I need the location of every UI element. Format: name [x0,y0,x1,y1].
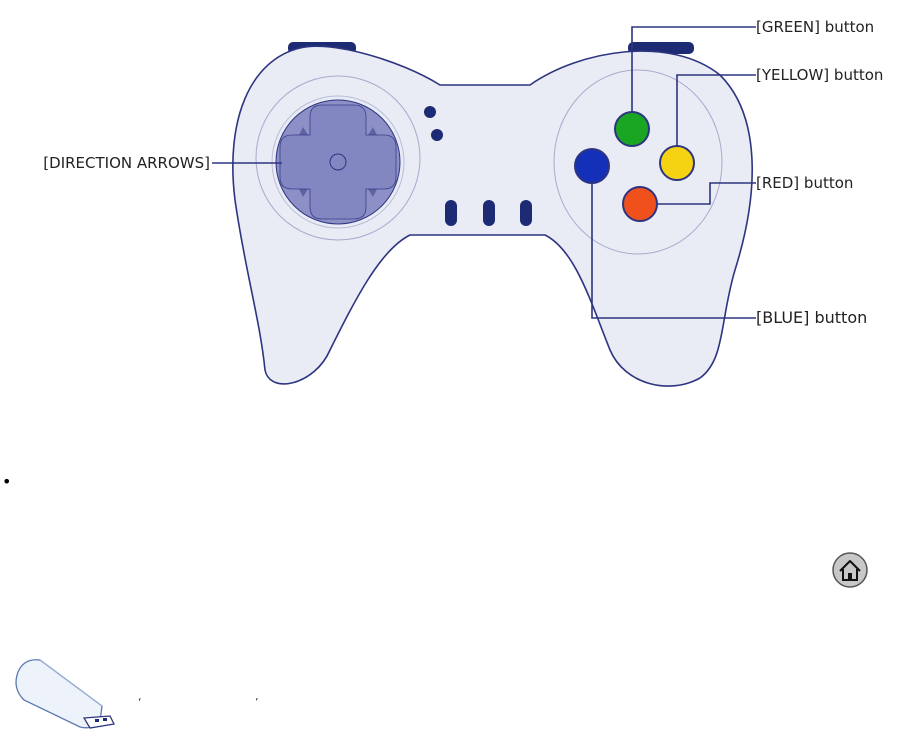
red-button-label: [RED] button [756,174,853,192]
right-pad-ring [553,69,723,255]
left-pad-outer-ring [255,75,421,241]
blue-leader-line [591,183,756,319]
yellow-button-label: [YELLOW] button [756,66,883,84]
usb-drive-icon [15,659,115,729]
yellow-button [659,145,695,181]
dpad-arrow-down-right [368,189,377,197]
dpad-arrow-up-left [299,127,308,135]
dpad-arrow-up-right [368,127,377,135]
home-button[interactable] [832,552,868,588]
yellow-leader-line [676,74,756,146]
blue-button [574,148,610,184]
green-leader-line [631,26,756,112]
dpad-arrow-down-left [299,189,308,197]
center-button-3 [520,200,532,226]
left-pad-inner-ring [271,95,405,229]
center-button-1 [445,200,457,226]
center-button-2 [483,200,495,226]
direction-arrows-label: [DIRECTION ARROWS] [43,154,210,172]
home-icon [839,560,861,581]
usb-drive-caption: ‘ ’ [138,696,314,709]
list-bullet: • [2,472,11,491]
indicator-dot-bottom [431,129,443,141]
red-button [622,186,658,222]
indicator-dot-top [424,106,436,118]
green-button [614,111,650,147]
red-leader-line [657,182,756,205]
direction-arrows-dpad [275,99,401,225]
blue-button-label: [BLUE] button [756,308,867,327]
green-button-label: [GREEN] button [756,18,874,36]
